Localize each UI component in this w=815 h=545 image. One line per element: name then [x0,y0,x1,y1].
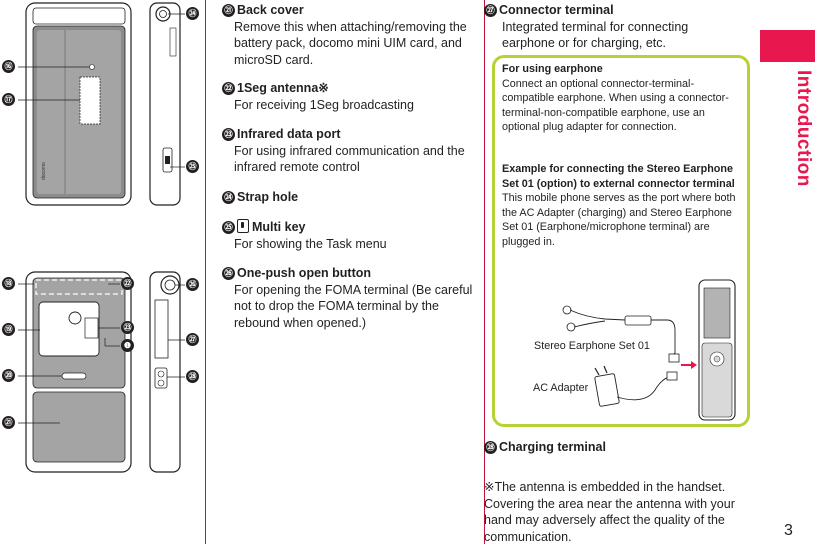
antenna-note: ※The antenna is embedded in the handset.… [484,479,759,545]
phone-side-closed [150,3,185,205]
callout-20: ⑳ [2,369,15,382]
entry-number: ㉓ [222,128,235,141]
callout-16: ⑯ [2,60,15,73]
entry-title: Multi key [252,220,306,234]
entry-body: For opening the FOMA terminal (Be carefu… [226,282,484,332]
callout-17: ⑰ [2,93,15,106]
svg-text:docomo: docomo [41,162,47,180]
earphone-connection-section: Example for connecting the Stereo Earpho… [502,162,740,249]
earphone-set-illustration [563,306,679,362]
callout-23: ㉓ [121,321,134,334]
ac-adapter-label: AC Adapter [533,382,588,394]
entry-number: ㉑ [222,4,235,17]
callout-26: ㉖ [186,278,199,291]
multi-key-icon [237,219,249,233]
callout-1: ❶ [121,339,134,352]
callout-24: ㉔ [186,7,199,20]
entry-number: ㉒ [222,82,235,95]
phone-front-illustration [699,280,735,420]
entry-title: One-push open button [237,266,371,280]
entry-number: ㉖ [222,267,235,280]
phone-side-open [150,272,185,472]
phone-illustrations: docomo [0,0,205,544]
earphone-connection-heading: Example for connecting the Stereo Earpho… [502,162,740,191]
callout-21: ㉑ [2,416,15,429]
entry-body: Remove this when attaching/removing the … [226,19,484,69]
earphone-usage-heading: For using earphone [502,62,740,77]
earphone-usage-text: Connect an optional connector-terminal-c… [502,77,740,135]
entry-title: 1Seg antenna※ [237,81,329,95]
phone-back-open [18,272,131,472]
callout-22: ㉒ [121,277,134,290]
entry-number: ㉕ [222,221,235,234]
callout-18: ⑱ [2,277,15,290]
column-divider-left [205,0,206,544]
entry-title: Back cover [237,3,304,17]
entry-body: Integrated terminal for connecting earph… [488,19,732,52]
earphone-usage-section: For using earphone Connect an optional c… [502,62,740,135]
callout-27: ㉗ [186,333,199,346]
connection-arrowhead [691,361,697,369]
phone-back-closed: docomo [18,3,131,205]
callout-25: ㉕ [186,160,199,173]
entry-number: ㉔ [222,191,235,204]
section-title: Introduction [762,70,814,190]
entry-body: For showing the Task menu [226,236,484,253]
earphone-connection-text: This mobile phone serves as the port whe… [502,191,740,249]
ac-adapter-illustration [595,366,677,407]
callout-28: ㉘ [186,370,199,383]
callout-19: ⑲ [2,323,15,336]
entry-title: Infrared data port [237,127,341,141]
entry-body: For receiving 1Seg broadcasting [226,97,484,114]
earphone-set-label: Stereo Earphone Set 01 [534,340,650,352]
page-number: 3 [784,522,793,540]
entry-body: For using infrared communication and the… [226,143,484,176]
entry-title: Connector terminal [499,3,614,17]
column-divider-right [484,0,485,544]
section-tab-marker [760,30,815,62]
entry-number: ㉗ [484,4,497,17]
entry-number: ㉘ [484,441,497,454]
entry-title: Charging terminal [499,440,606,454]
entry-title: Strap hole [237,190,298,204]
